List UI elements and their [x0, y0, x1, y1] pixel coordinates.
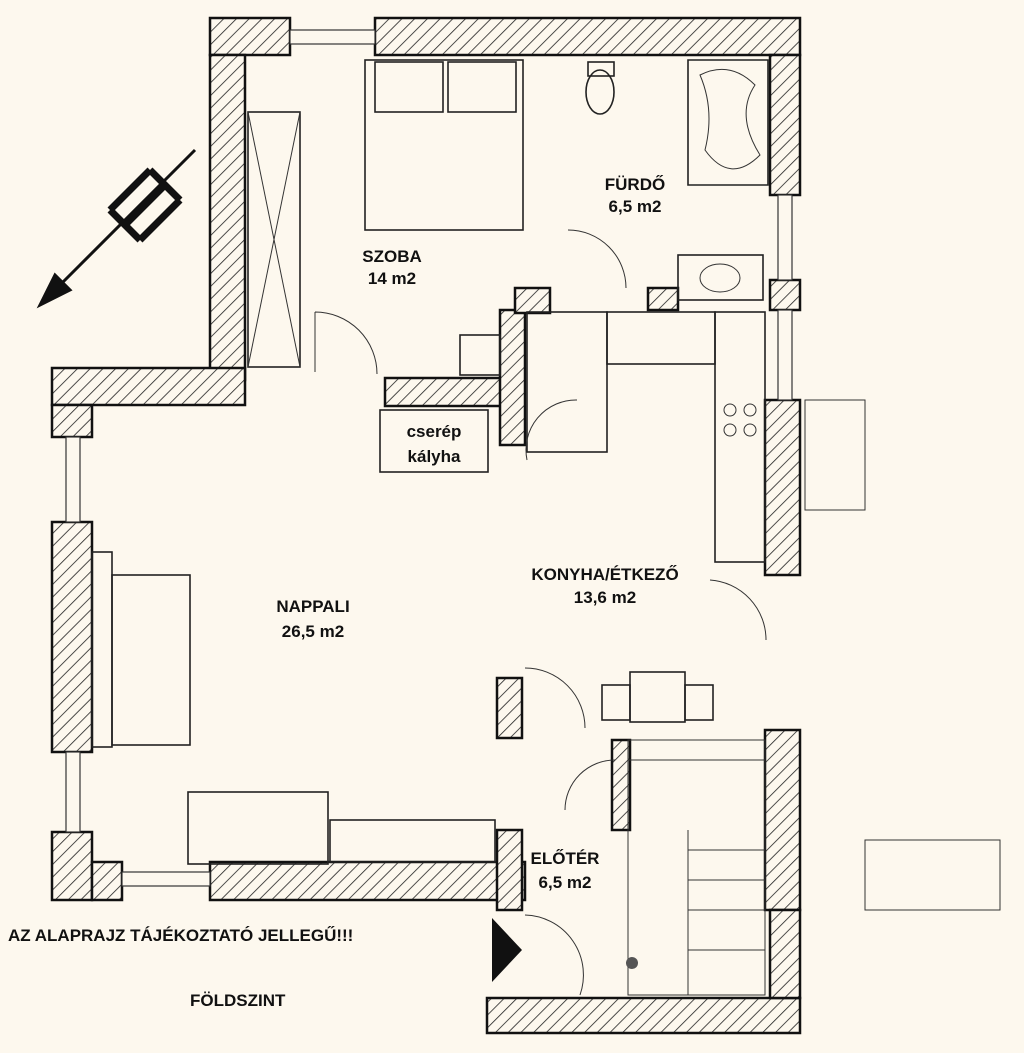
bathtub: [687, 59, 769, 186]
room-area-eloter: 6,5 m2: [539, 873, 592, 892]
entrance-arrow-icon: [492, 918, 522, 982]
toilet: [585, 69, 615, 115]
stove-line2: kályha: [408, 447, 461, 466]
stove-box: [379, 409, 489, 473]
floor-label: FÖLDSZINT: [190, 991, 286, 1010]
room-name-furdo: FÜRDŐ: [605, 175, 665, 194]
sink: [677, 254, 764, 301]
disclaimer-note: AZ ALAPRAJZ TÁJÉKOZTATÓ JELLEGŰ!!!: [8, 926, 353, 945]
kitchen-counter: [526, 311, 608, 453]
furniture: [91, 59, 1001, 996]
north-arrow-icon: [36, 148, 197, 309]
staircase: [626, 399, 1001, 996]
room-area-konyha: 13,6 m2: [574, 588, 636, 607]
wardrobe: [247, 111, 301, 368]
stove-line1: cserép: [407, 422, 462, 441]
walls: [50, 16, 802, 1035]
room-name-nappali: NAPPALI: [276, 597, 349, 616]
windows: [65, 29, 793, 887]
room-area-szoba: 14 m2: [368, 269, 416, 288]
bed: [364, 59, 524, 231]
room-area-furdo: 6,5 m2: [609, 197, 662, 216]
armchair: [187, 791, 329, 865]
dining-table: [629, 671, 686, 723]
room-name-eloter: ELŐTÉR: [531, 849, 600, 868]
sofa: [111, 574, 191, 746]
room-area-nappali: 26,5 m2: [282, 622, 344, 641]
room-name-konyha: KONYHA/ÉTKEZŐ: [531, 565, 678, 584]
room-name-szoba: SZOBA: [362, 247, 422, 266]
